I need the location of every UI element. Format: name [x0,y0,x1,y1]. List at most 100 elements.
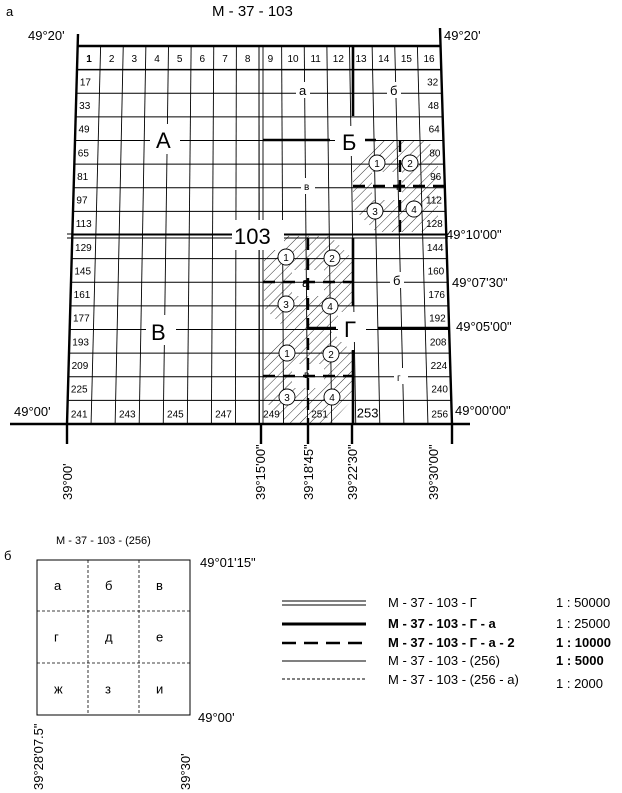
bottom-number: 247 [215,409,232,420]
sub-sheet-label-g-lower: г [397,373,401,384]
circle-number: 3 [283,300,289,311]
quadrant-V-label: В [151,320,166,345]
sheet-256-cell-label: д [105,630,113,645]
circle-marker [401,154,419,172]
circle-number: 1 [284,349,290,360]
right-number: 80 [429,148,441,159]
lat-label-10: 49°10'00" [446,227,502,242]
right-number: 48 [428,101,440,112]
legend-item-name: М - 37 - 103 - Г [388,595,477,610]
sheet-256-grid [36,559,191,716]
legend-item-name: М - 37 - 103 - (256 - а) [388,672,519,687]
part-a-label: а [6,4,14,19]
right-number: 208 [430,337,447,348]
right-number: 240 [431,385,448,396]
legend-item-name: М - 37 - 103 - Г - а [388,616,497,631]
corner-lat-top-right: 49°20' [444,28,481,43]
bottom-number: 245 [167,409,184,420]
left-number: 209 [72,361,89,372]
left-number: 193 [72,337,89,348]
sub-sheet-label-v-lower: в [304,370,309,381]
bottom-number: 251 [311,409,328,420]
top-number: 13 [355,54,367,65]
circle-marker [366,202,384,220]
circle-number: 4 [327,302,333,313]
bottom-number: 243 [119,409,136,420]
legend-item-scale: 1 : 10000 [556,635,611,650]
circle-marker [322,345,340,363]
left-number: 161 [74,290,91,301]
part-b-lon-left: 39°28'07.5" [31,723,46,790]
sheet-256-cell-label: е [156,630,163,645]
top-number: 12 [333,54,345,65]
lon-label-39-22: 39°22'30" [345,444,360,500]
circle-number: 4 [411,205,417,216]
top-number: 1 [86,54,92,65]
circle-marker [278,344,296,362]
right-number: 128 [426,219,443,230]
corner-lat-top-left: 49°20' [28,28,65,43]
circle-marker [277,248,295,266]
part-b-lat-bottom: 49°00' [198,710,235,725]
right-number: 192 [429,314,446,325]
right-number: 160 [428,266,445,277]
circle-marker [323,249,341,267]
circle-number: 1 [283,253,289,264]
part-b-label: б [4,548,11,563]
sub-sheet-label-v-top: в [304,182,309,193]
top-number: 6 [200,54,206,65]
circle-marker [277,295,295,313]
top-number: 5 [177,54,183,65]
left-number: 97 [76,196,88,207]
left-number: 33 [79,101,91,112]
circle-number: 2 [328,350,334,361]
part-b-title: М - 37 - 103 - (256) [56,535,151,547]
bottom-number: 256 [431,409,448,420]
map-sheet-title: М - 37 - 103 [212,3,293,20]
legend-item-name: М - 37 - 103 - (256) [388,653,500,668]
circle-marker [323,388,341,406]
circle-marker [368,154,386,172]
right-number: 64 [429,125,441,136]
circle-number: 3 [372,207,378,218]
quadrant-G-label: Г [344,317,356,342]
left-number: 81 [77,172,89,183]
left-number: 113 [76,219,92,230]
legend-labels: М - 37 - 103 - Г 1 : 50000 М - 37 - 103 - … [388,595,611,691]
sheet-256-cell-label: в [156,578,163,593]
circle-marker [405,200,423,218]
sheet-256-cell-label: б [105,578,112,593]
legend-item-scale: 1 : 50000 [556,595,610,610]
lon-label-39-00: 39°00' [60,463,75,500]
lon-label-39-30: 39°30'00" [426,444,441,500]
left-number: 17 [80,77,92,88]
sheet-256-cell-label: г [54,630,59,645]
sub-sheet-label-g-top: г [396,182,400,193]
right-number: 96 [430,172,442,183]
top-number: 7 [222,54,228,65]
circle-number: 2 [329,254,335,265]
legend-item-name: М - 37 - 103 - Г - а - 2 [388,635,515,650]
sub-sheet-label-b-lower: б [393,273,400,288]
lon-label-39-15: 39°15'00" [253,444,268,500]
legend-item-scale: 1 : 2000 [556,676,603,691]
circle-number: 3 [284,393,290,404]
quadrant-A-label: А [156,128,171,153]
left-number: 65 [78,148,90,159]
sub-sheet-label-a-lower: а [302,275,310,290]
legend-item-scale: 1 : 5000 [556,653,604,668]
sheet-10000-lines [263,140,446,424]
bottom-number: 253 [357,405,379,420]
top-number: 14 [378,54,390,65]
right-number: 32 [427,77,439,88]
top-number: 8 [245,54,251,65]
left-number: 129 [75,243,92,254]
sheet-256-cell-label: и [156,681,163,696]
left-number: 49 [78,125,90,136]
